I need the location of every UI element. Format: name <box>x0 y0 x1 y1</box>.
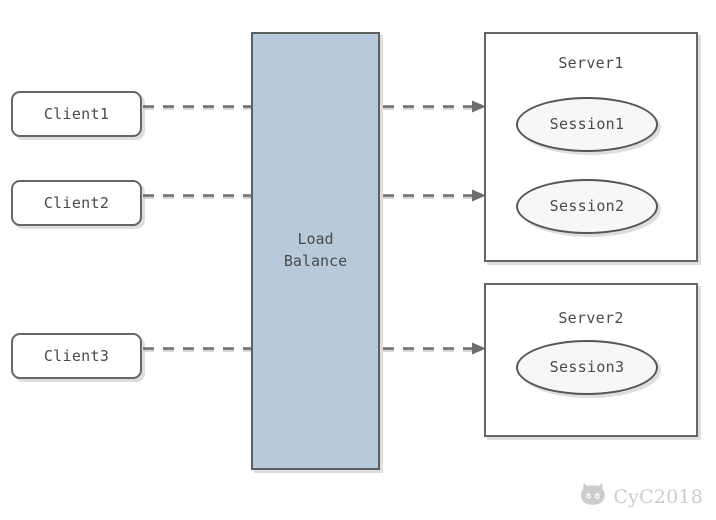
session-label: Session1 <box>549 115 625 133</box>
client-node-2[interactable]: Client2 <box>11 180 142 226</box>
session-node-1[interactable]: Session1 <box>516 97 658 152</box>
server-node-1[interactable]: Server1 Session1 Session2 <box>484 32 698 262</box>
octocat-icon <box>580 483 606 510</box>
load-balancer-label: Load Balance <box>283 230 348 270</box>
client-label: Client2 <box>43 193 110 212</box>
session-label: Session2 <box>549 197 625 215</box>
arrowhead-icon <box>472 100 486 113</box>
arrowhead-icon <box>472 342 486 355</box>
watermark-text: CyC2018 <box>613 485 703 508</box>
arrowhead-icon <box>472 189 486 202</box>
server-title: Server1 <box>558 54 624 72</box>
client-label: Client1 <box>43 104 110 123</box>
server-node-2[interactable]: Server2 Session3 <box>484 283 698 437</box>
session-label: Session3 <box>549 358 625 376</box>
server-title: Server2 <box>558 309 624 327</box>
client-node-3[interactable]: Client3 <box>11 333 142 379</box>
session-node-3[interactable]: Session3 <box>516 340 658 395</box>
load-balancer-node[interactable]: Load Balance <box>251 32 380 470</box>
client-node-1[interactable]: Client1 <box>11 91 142 137</box>
watermark: CyC2018 <box>580 483 703 510</box>
session-node-2[interactable]: Session2 <box>516 179 658 234</box>
client-label: Client3 <box>43 346 110 365</box>
